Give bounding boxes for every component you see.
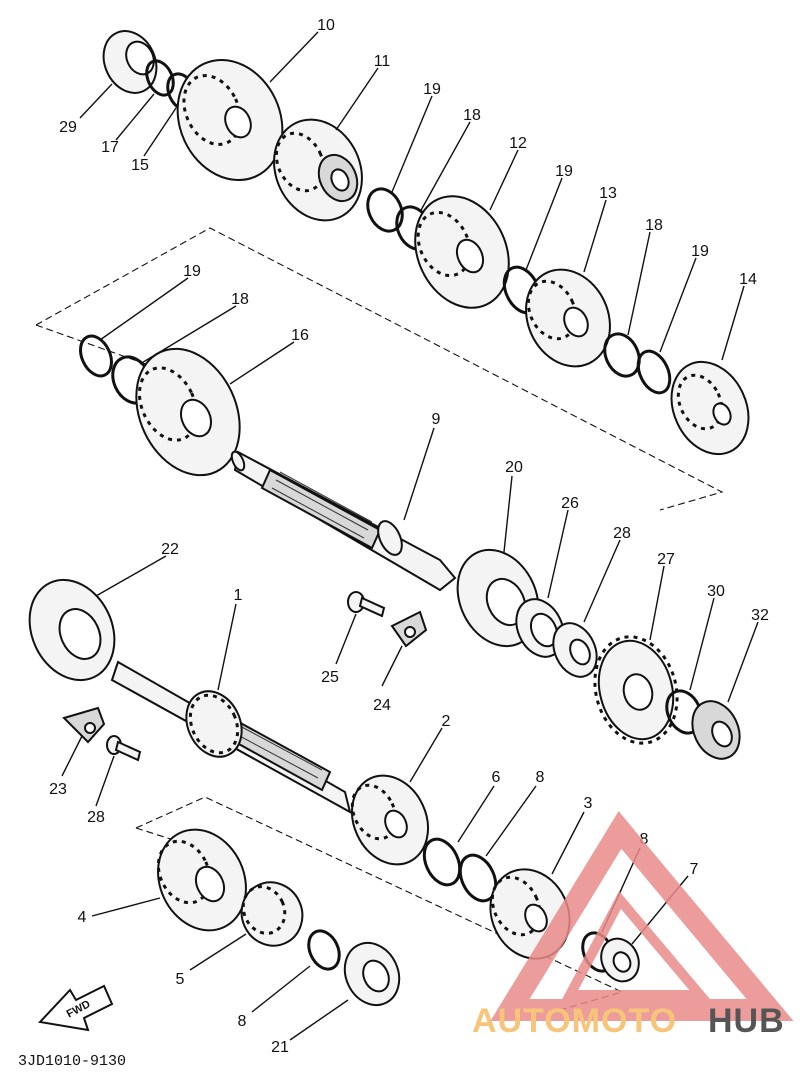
label-25: 26: [561, 495, 579, 512]
circlip-19-d: [79, 334, 113, 378]
label-8-b: 8: [640, 831, 649, 848]
label-26: 24: [373, 697, 391, 714]
label-16: 15: [131, 157, 149, 174]
fwd-arrow-icon: FWD: [37, 984, 114, 1032]
gear-2: [350, 774, 429, 866]
label-9: 9: [432, 411, 441, 428]
oil-seal-25: [515, 598, 565, 658]
label-24: 28: [87, 809, 105, 826]
label-6: 6: [492, 769, 501, 786]
drive-sprocket-29: [593, 635, 679, 745]
circlip-8-c: [307, 929, 341, 971]
label-11: 11: [374, 53, 391, 70]
main-axle-9: [230, 450, 457, 592]
label-23: 23: [49, 781, 67, 798]
circlip-8-a: [458, 853, 498, 903]
label-13: 13: [599, 185, 617, 202]
gear-5: [240, 881, 304, 947]
leader-lines: [61, 31, 759, 1041]
bearing-22: [28, 578, 116, 682]
label-31: 30: [707, 583, 725, 600]
label-18-a: 18: [463, 107, 481, 124]
plate-26: [390, 610, 428, 648]
warning-triangle-logo-icon: [490, 811, 794, 1021]
label-15: 16: [291, 327, 309, 344]
label-7: 7: [690, 861, 699, 878]
gear-15: [135, 347, 241, 477]
label-29: 27: [657, 551, 675, 568]
circlip-19-a: [366, 187, 404, 233]
label-14: 14: [739, 271, 757, 288]
label-20: 20: [505, 459, 523, 476]
label-21: 21: [271, 1039, 289, 1056]
brand-automoto: AUTOMOTO: [472, 1002, 677, 1040]
drawing-code: 3JD1010-9130: [18, 1053, 126, 1070]
label-8-a: 8: [536, 769, 545, 786]
bolt-27: [347, 591, 386, 618]
washer-18-b: [603, 332, 641, 378]
label-19-d: 19: [183, 263, 201, 280]
circlip-19-c: [636, 349, 672, 395]
label-2: 2: [442, 713, 451, 730]
label-30: 28: [613, 525, 631, 542]
lock-washer-7: [600, 937, 640, 983]
collar-30: [552, 622, 598, 678]
gear-13: [525, 268, 611, 368]
label-18-c: 18: [231, 291, 249, 308]
label-18-b: 18: [645, 217, 663, 234]
screw-24: [106, 735, 142, 762]
gear-11: [273, 118, 363, 222]
label-22: 22: [161, 541, 179, 558]
label-12: 12: [509, 135, 527, 152]
label-17: 17: [101, 139, 119, 156]
brand-hub: HUB: [708, 1002, 785, 1040]
label-10: 10: [317, 17, 335, 34]
clip-23: [62, 706, 106, 744]
part-labels: 10 11 19 18 12 19 13 18 19 14 29 17 15 1…: [49, 17, 769, 1056]
label-5: 5: [176, 971, 185, 988]
label-4: 4: [78, 909, 87, 926]
label-19-b: 19: [555, 163, 573, 180]
label-19-c: 19: [691, 243, 709, 260]
label-1: 1: [234, 587, 243, 604]
label-32: 32: [751, 607, 769, 624]
nut-32: [691, 700, 741, 760]
washer-6: [422, 837, 462, 887]
gear-4: [156, 828, 247, 932]
gear-14: [670, 360, 750, 456]
watermark-brand: AUTOMOTO HUB: [472, 1002, 785, 1040]
label-8-c: 8: [238, 1013, 247, 1030]
bearing-28: [102, 30, 158, 94]
gear-10: [176, 58, 284, 182]
gear-12: [414, 195, 510, 309]
label-3: 3: [584, 795, 593, 812]
collar-21: [343, 941, 401, 1007]
drive-axle-1: [110, 660, 352, 814]
label-19-a: 19: [423, 81, 441, 98]
label-27: 25: [321, 669, 339, 686]
label-28: 29: [59, 119, 77, 136]
